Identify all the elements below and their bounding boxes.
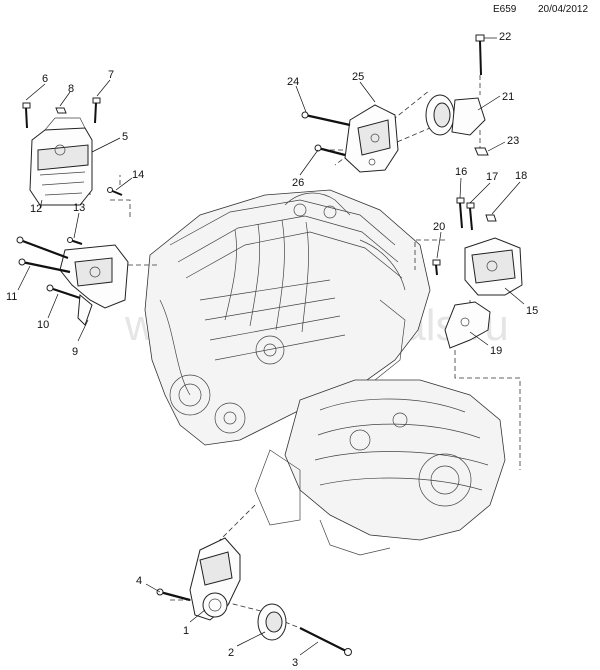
bolt-22 xyxy=(475,34,485,76)
bolt-24 xyxy=(301,111,351,127)
callout-12: 12 xyxy=(30,203,42,215)
callout-16: 16 xyxy=(455,166,467,178)
callout-19: 19 xyxy=(490,345,502,357)
callout-4: 4 xyxy=(136,575,142,587)
callout-26: 26 xyxy=(292,177,304,189)
callout-labels: 1 2 3 4 5 6 7 8 9 10 11 12 13 14 15 16 1… xyxy=(6,31,538,669)
bolt-4 xyxy=(156,588,191,602)
callout-9: 9 xyxy=(72,346,78,358)
bolt-26 xyxy=(314,144,346,157)
bolt-10 xyxy=(46,284,81,300)
callout-10: 10 xyxy=(37,319,49,331)
bushing-2 xyxy=(257,603,287,641)
engine-mount-upper-left xyxy=(29,117,93,206)
bolt-20 xyxy=(432,259,441,276)
bolt-11 xyxy=(18,258,71,274)
nut-23 xyxy=(474,147,489,156)
callout-15: 15 xyxy=(526,305,538,317)
callout-8: 8 xyxy=(68,83,74,95)
bolt-13 xyxy=(67,237,83,245)
torque-mount-bracket-25 xyxy=(344,104,399,173)
callout-14: 14 xyxy=(132,169,144,181)
bolt-14 xyxy=(107,187,123,196)
bolt-7 xyxy=(92,97,101,124)
callout-21: 21 xyxy=(502,91,514,103)
nut-8 xyxy=(55,107,67,114)
diagram-date: 20/04/2012 xyxy=(538,4,589,15)
transmission-mount-15 xyxy=(464,237,523,296)
callout-6: 6 xyxy=(42,73,48,85)
bolt-17 xyxy=(466,202,475,231)
mount-bracket-left xyxy=(59,244,129,326)
bolt-16 xyxy=(456,197,465,229)
mount-bracket-19 xyxy=(444,301,491,349)
callout-7: 7 xyxy=(108,69,114,81)
callout-22: 22 xyxy=(499,31,511,43)
callout-20: 20 xyxy=(433,221,445,233)
bolt-3 xyxy=(299,627,352,656)
callout-23: 23 xyxy=(507,135,519,147)
callout-5: 5 xyxy=(122,131,128,143)
callout-leaders xyxy=(17,37,525,656)
bolt-12 xyxy=(16,236,69,260)
callout-3: 3 xyxy=(292,657,298,669)
callout-25: 25 xyxy=(352,71,364,83)
callout-24: 24 xyxy=(287,76,299,88)
nut-18 xyxy=(485,214,497,222)
transmission-assembly xyxy=(254,379,506,556)
diagram-code: E659 xyxy=(493,4,517,15)
lower-mount-bracket-1 xyxy=(189,537,241,621)
bushing-21 xyxy=(425,94,486,136)
callout-11: 11 xyxy=(6,291,17,303)
callout-2: 2 xyxy=(228,647,234,659)
callout-1: 1 xyxy=(183,625,189,637)
callout-13: 13 xyxy=(73,202,85,214)
callout-18: 18 xyxy=(515,170,527,182)
callout-17: 17 xyxy=(486,171,498,183)
bolt-6 xyxy=(22,102,31,129)
